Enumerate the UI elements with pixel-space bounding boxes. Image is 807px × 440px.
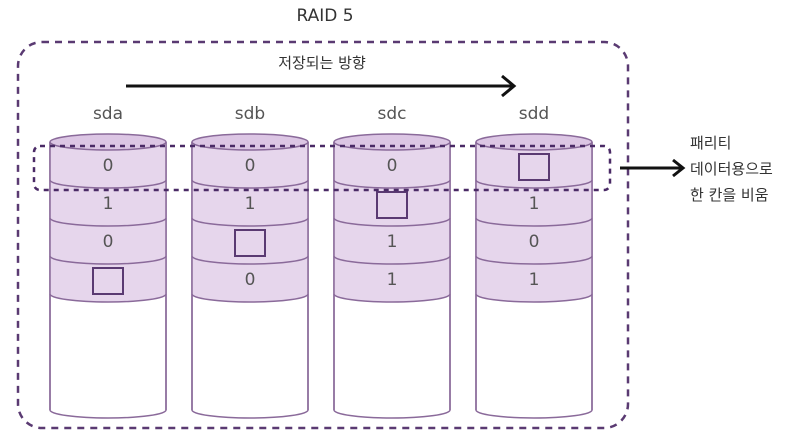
block-value: 1 xyxy=(102,194,114,214)
disk-sdd xyxy=(475,133,593,419)
disk-label-sdb: sdb xyxy=(234,104,266,124)
disk-fill xyxy=(334,142,450,302)
cell-divider xyxy=(49,179,167,189)
block-value: 0 xyxy=(102,156,114,176)
disk-label-sda: sda xyxy=(92,104,124,124)
cell-divider xyxy=(475,293,593,303)
disk-fill xyxy=(476,142,592,302)
disk-top xyxy=(333,133,451,151)
cell-divider xyxy=(333,293,451,303)
note-arrow xyxy=(620,158,686,178)
cell-divider xyxy=(475,179,593,189)
cell-divider xyxy=(49,293,167,303)
block-value: 1 xyxy=(386,270,398,290)
disk-top xyxy=(191,133,309,151)
block-value: 0 xyxy=(244,270,256,290)
note-line-2: 데이터용으로 xyxy=(690,160,773,178)
cell-divider xyxy=(475,217,593,227)
cell-divider xyxy=(333,179,451,189)
block-value: 1 xyxy=(528,270,540,290)
disk-label-sdd: sdd xyxy=(518,104,550,124)
block-value: 1 xyxy=(528,194,540,214)
cell-divider xyxy=(191,293,309,303)
cell-divider xyxy=(333,255,451,265)
direction-arrow xyxy=(126,74,517,98)
block-value: 1 xyxy=(244,194,256,214)
direction-label: 저장되는 방향 xyxy=(278,54,366,72)
disk-sdc xyxy=(333,133,451,419)
block-value: 0 xyxy=(528,232,540,252)
note-line-3: 한 칸을 비움 xyxy=(690,186,769,204)
cell-divider xyxy=(191,255,309,265)
stripe-highlight xyxy=(32,144,612,192)
cell-divider xyxy=(475,255,593,265)
diagram-title: RAID 5 xyxy=(296,6,354,26)
disk-sda xyxy=(49,133,167,419)
parity-note: 패리티 데이터용으로 한 칸을 비움 xyxy=(690,130,800,208)
cell-divider xyxy=(333,217,451,227)
block-value: 0 xyxy=(244,156,256,176)
raid5-frame xyxy=(16,40,630,430)
cell-divider xyxy=(191,217,309,227)
block-value: 1 xyxy=(386,232,398,252)
block-value: 0 xyxy=(386,156,398,176)
parity-block xyxy=(518,153,550,181)
disk-fill xyxy=(50,142,166,302)
disk-fill xyxy=(192,142,308,302)
cell-divider xyxy=(191,179,309,189)
disk-top xyxy=(475,133,593,151)
parity-block xyxy=(234,229,266,257)
disk-label-sdc: sdc xyxy=(377,104,407,124)
note-line-1: 패리티 xyxy=(690,134,732,152)
block-value: 0 xyxy=(102,232,114,252)
cell-divider xyxy=(49,217,167,227)
parity-block xyxy=(92,267,124,295)
disk-top xyxy=(49,133,167,151)
cell-divider xyxy=(49,255,167,265)
parity-block xyxy=(376,191,408,219)
